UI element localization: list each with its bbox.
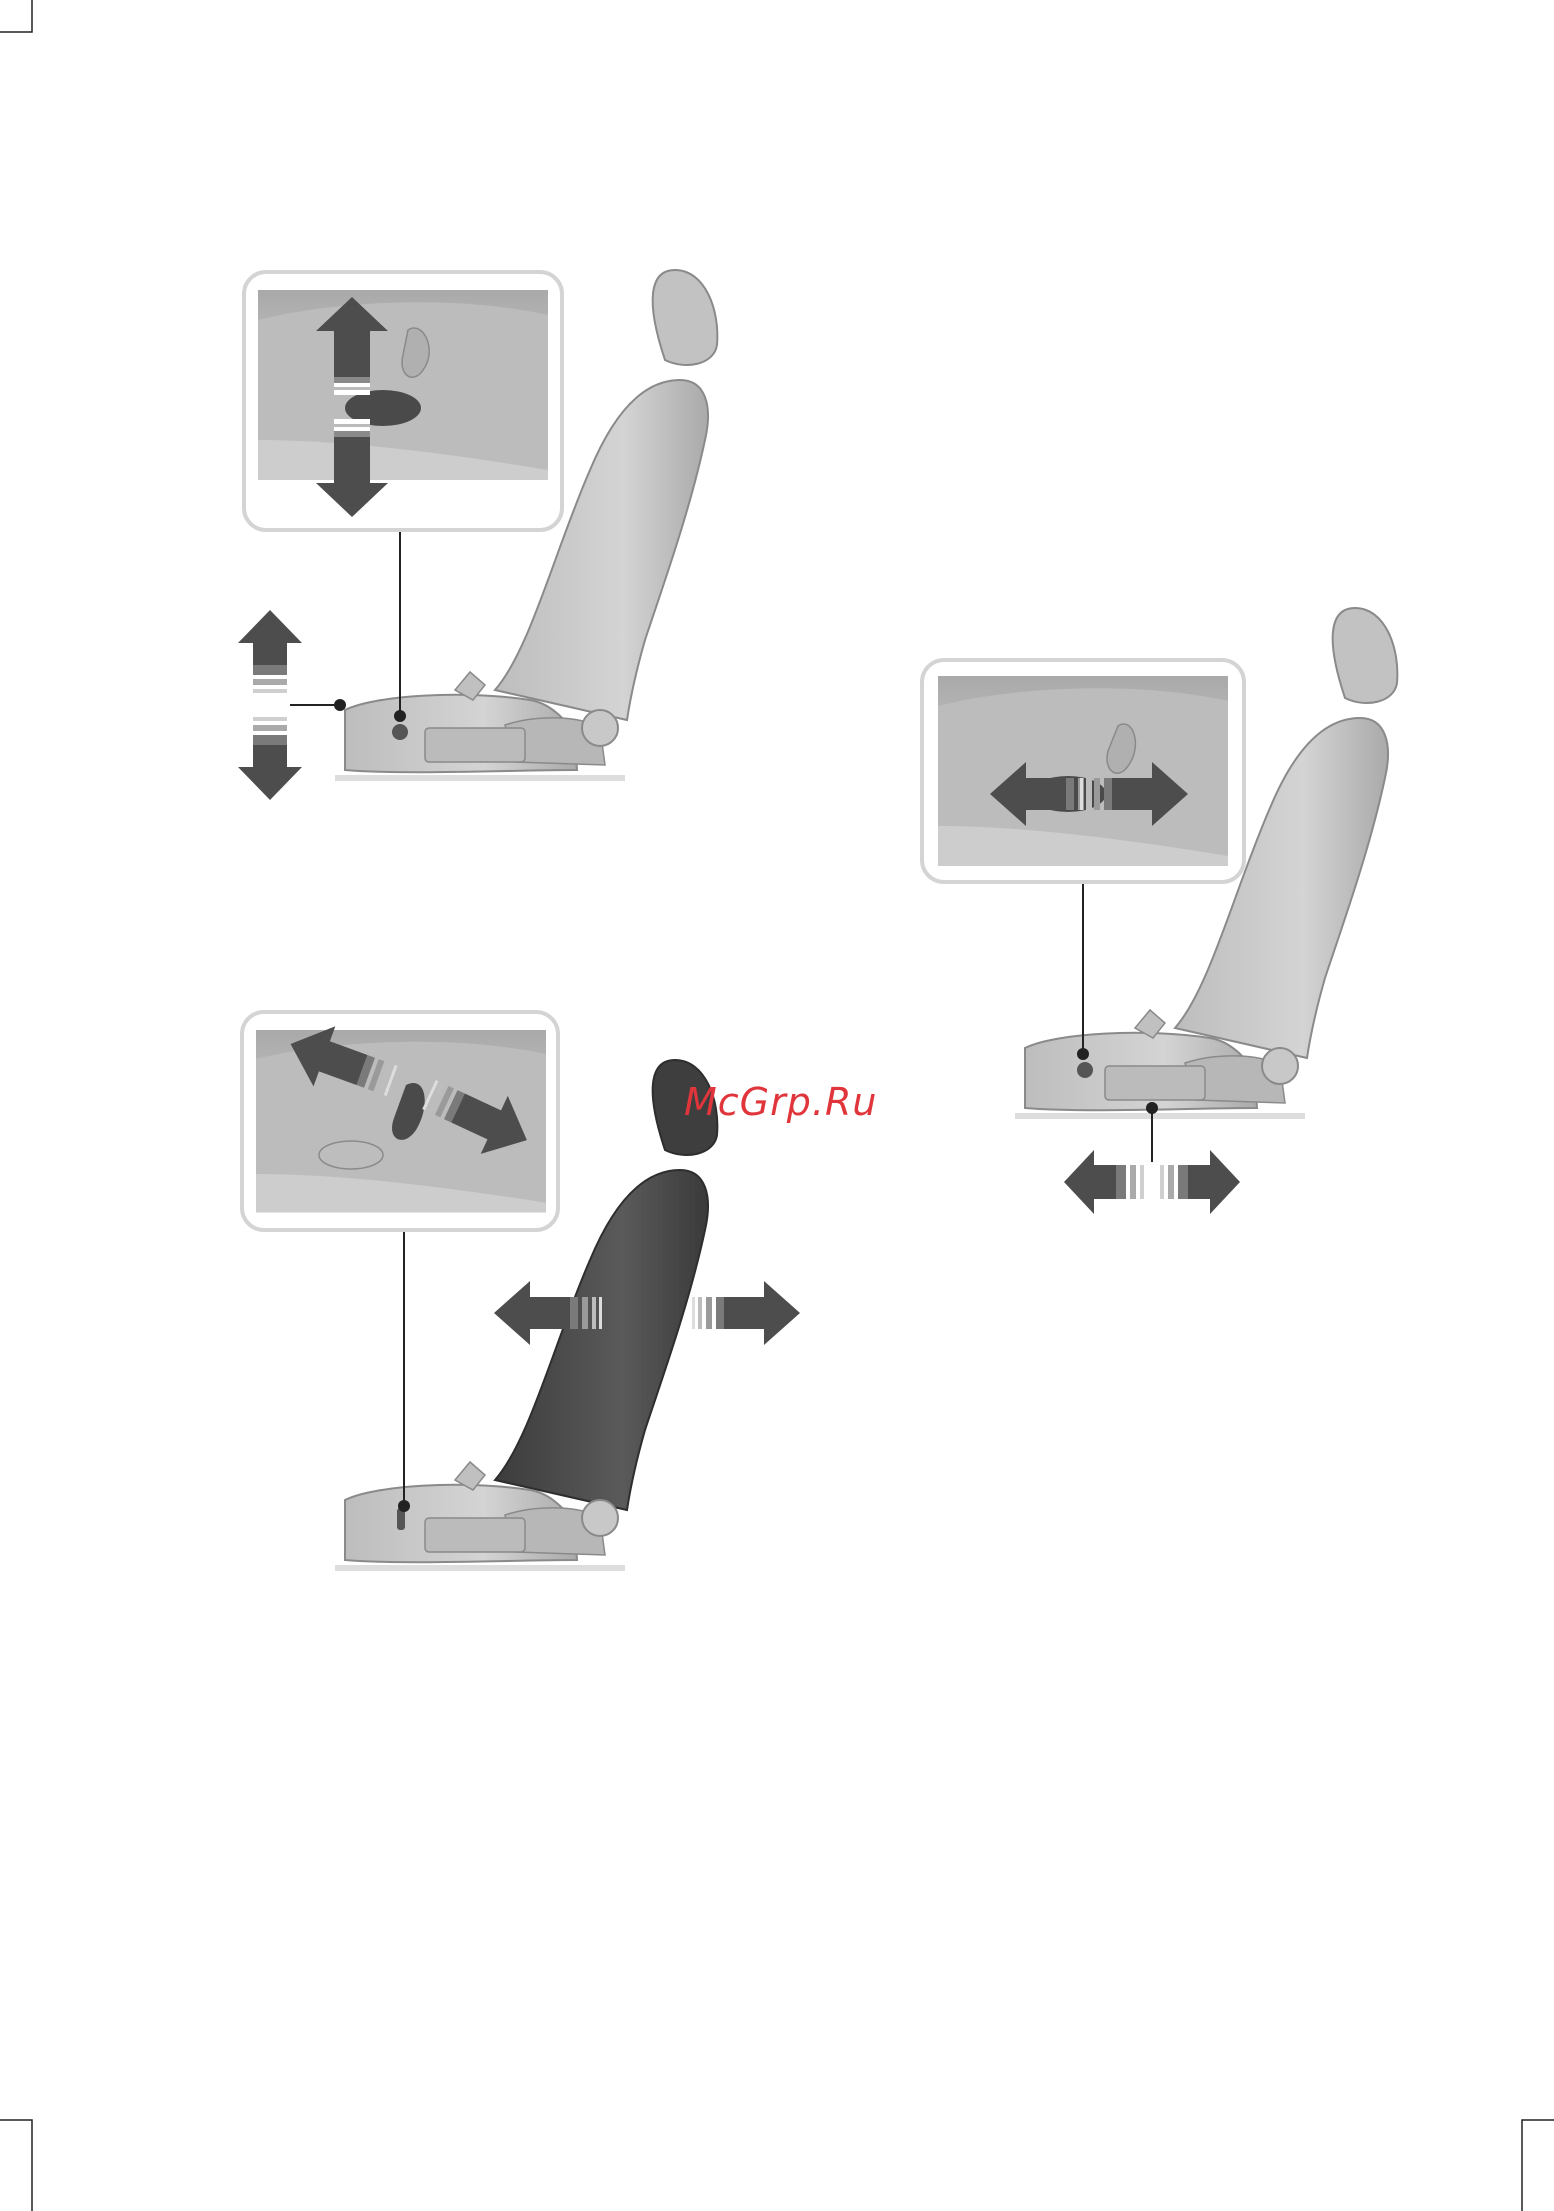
height-leader-dot xyxy=(334,699,346,711)
callout-box-fore-aft-switch xyxy=(922,660,1244,882)
callout-box-recline-switch xyxy=(242,1012,558,1230)
watermark-text: McGrp.Ru xyxy=(684,1080,877,1124)
figure-seat-fore-aft xyxy=(922,608,1397,1214)
recline-forward-arrow-icon xyxy=(692,1281,800,1345)
callout-leader-dot-2 xyxy=(398,1500,410,1512)
fore-aft-leader-dot xyxy=(1146,1102,1158,1114)
callout-box-height-switch xyxy=(244,272,562,530)
callout-leader-dot-3 xyxy=(1077,1048,1089,1060)
figure-seat-height xyxy=(238,270,717,800)
callout-leader-dot xyxy=(394,710,406,722)
